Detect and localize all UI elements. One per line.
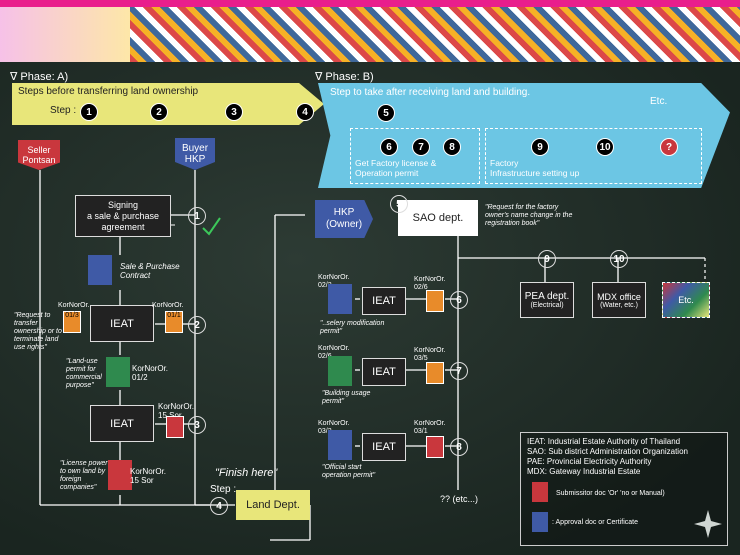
ieat-box-7: IEAT	[362, 358, 406, 386]
legend-panel	[520, 432, 728, 546]
note-sao: "Request for the factory owner's name ch…	[485, 204, 573, 227]
step-10-marker: 10	[610, 250, 628, 268]
legend-sao: SAO: Sub district Administration Organiz…	[527, 447, 688, 456]
note-landuse: "Land-use permit for commercial purpose"	[66, 358, 102, 389]
step-7-circle: 7	[412, 138, 430, 156]
step-3-marker: 3	[188, 416, 206, 434]
phase-b-banner	[318, 83, 730, 188]
sao-dept-box: SAO dept.	[398, 200, 478, 236]
sparkle-icon	[694, 510, 722, 538]
step-5-marker: 5	[390, 195, 408, 213]
header-gradient	[0, 7, 130, 62]
kor-label-1: KorNorOr.	[58, 302, 90, 309]
infra-group-box	[485, 128, 702, 184]
step-unknown-circle: ?	[660, 138, 678, 156]
landuse-doc-icon	[106, 357, 130, 387]
phase-a-banner-label: Steps before transferring land ownership	[18, 86, 199, 97]
signing-box: Signing a sale & purchase agreement	[75, 195, 171, 237]
mdx-office-box: MDX office (Water, etc.)	[592, 282, 646, 318]
step-4-label: Step :	[210, 484, 237, 495]
permit-7-doc-icon	[328, 356, 352, 386]
seller-pontsan: Seller Pontsan	[18, 140, 60, 170]
finish-here-label: "Finish here"	[215, 467, 278, 479]
ieat-box-1: IEAT	[90, 305, 154, 342]
step-9-marker: 9	[538, 250, 556, 268]
mdx-office-sub: (Water, etc.)	[600, 301, 638, 309]
ieat-box-6: IEAT	[362, 287, 406, 315]
permit-6-doc-icon	[328, 284, 352, 314]
kor-031-tag	[426, 436, 444, 458]
step-2-marker: 2	[188, 316, 206, 334]
step-8-circle: 8	[443, 138, 461, 156]
etc-box: Etc.	[662, 282, 710, 318]
hkp-owner-box: HKP (Owner)	[315, 200, 373, 238]
step-10-circle: 10	[596, 138, 614, 156]
phase-a-banner	[12, 83, 324, 125]
phase-b-etc: Etc.	[650, 96, 668, 107]
step-2-circle: 2	[150, 103, 168, 121]
legend-blue-doc-icon	[532, 512, 548, 532]
kor-label-2: KorNorOr.	[152, 302, 184, 309]
legend-pae: PAE: Provincial Electricity Authority	[527, 457, 652, 466]
step-9-circle: 9	[531, 138, 549, 156]
kor-15sor-label-1: KorNorOr. 15 Sor	[158, 402, 195, 420]
step-3-circle: 3	[225, 103, 243, 121]
ieat-box-8: IEAT	[362, 433, 406, 461]
permit-8-doc-icon	[328, 430, 352, 460]
note-building-usage: "Building usage permit"	[322, 390, 371, 405]
kor-032-label: KorNorOr. 03/2	[318, 420, 350, 435]
header-embroidery-pattern	[130, 7, 740, 62]
etc-continuation: ?? (etc...)	[440, 494, 479, 504]
contract-label: Sale & Purchase Contract	[120, 262, 180, 280]
land-dept-box: Land Dept.	[236, 490, 310, 520]
pea-dept-sub: (Electrical)	[530, 302, 564, 309]
note-license: "License power to own land by foreign co…	[60, 460, 108, 491]
kor-013-tag: 01/3	[63, 311, 81, 333]
infra-group-label: Factory Infrastructure setting up	[490, 158, 580, 178]
step-6-circle: 6	[380, 138, 398, 156]
legend-ieat: IEAT: Industrial Estate Authority of Tha…	[527, 437, 681, 446]
legend-mdx: MDX: Gateway Industrial Estate	[527, 467, 641, 476]
kor-035-label: KorNorOr. 03/5	[414, 347, 446, 362]
step-5-circle: 5	[377, 104, 395, 122]
kor-15sor-tag	[166, 416, 184, 438]
contract-doc-icon	[88, 255, 112, 285]
step-6-marker: 6	[450, 291, 468, 309]
kor-026b-label: KorNorOr. 02/6	[318, 345, 350, 360]
license-group-label: Get Factory license & Operation permit	[355, 158, 437, 178]
header-stripe	[0, 0, 740, 7]
note-modification: "..selery modification permit"	[320, 320, 385, 335]
kor-026-label: KorNorOr. 02/6	[414, 276, 446, 291]
kor-15sor-label-2: KorNorOr. 15 Sor	[130, 467, 167, 485]
pea-dept-title: PEA dept.	[524, 291, 570, 302]
note-request-transfer: "Request to transfer ownership or to ter…	[14, 312, 62, 351]
kor-026-tag	[426, 290, 444, 312]
legend-blue-label: : Approval doc or Certificate	[552, 519, 638, 526]
phase-a-title: ∇ Phase: A)	[10, 71, 69, 83]
note-start-operation: "Official start operation permit"	[322, 464, 376, 479]
kor-035-tag	[426, 362, 444, 384]
legend-red-label: Submissitor doc 'Or' 'no or Manual)	[556, 490, 665, 497]
mdx-office-title: MDX office	[597, 291, 641, 302]
step-8-marker: 8	[450, 438, 468, 456]
license-group-box	[350, 128, 480, 184]
step-1-circle: 1	[80, 103, 98, 121]
license-doc-icon	[108, 460, 132, 490]
decorative-header	[0, 0, 740, 62]
kor-011-tag: 01/1	[165, 311, 183, 333]
kor-022-label: KorNorOr. 02/2	[318, 274, 350, 289]
phase-b-title: ∇ Phase: B)	[315, 71, 374, 83]
ieat-box-2: IEAT	[90, 405, 154, 442]
phase-a-step-label: Step :	[50, 105, 77, 116]
step-4-circle: 4	[296, 103, 314, 121]
step-1-marker: 1	[188, 207, 206, 225]
kor-031-label: KorNorOr. 03/1	[414, 420, 446, 435]
step-7-marker: 7	[450, 362, 468, 380]
legend-red-doc-icon	[532, 482, 548, 502]
kor-012-label: KorNorOr. 01/2	[132, 364, 169, 382]
step-4-marker: 4	[210, 497, 228, 515]
phase-b-banner-label: Step to take after receiving land and bu…	[330, 87, 531, 98]
pea-dept-box: PEA dept. (Electrical)	[520, 282, 574, 318]
